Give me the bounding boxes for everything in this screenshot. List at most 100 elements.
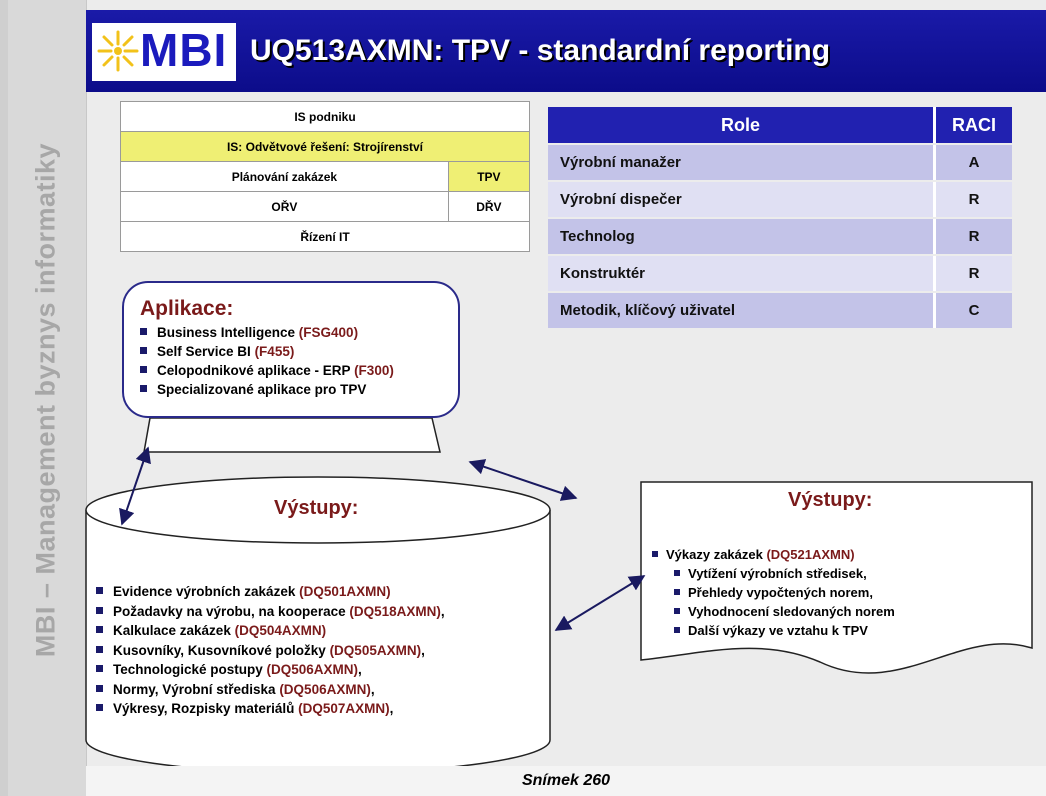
list-item: Business Intelligence (FSG400) [140, 323, 394, 342]
item-text: Technologické postupy [113, 662, 267, 677]
list-item: Výkresy, Rozpisky materiálů (DQ507AXMN), [96, 699, 445, 719]
bullet-icon [674, 627, 680, 633]
raci-role: Metodik, klíčový uživatel [548, 293, 936, 328]
mbi-logo: MBI [92, 23, 236, 81]
item-text: Kalkulace zakázek [113, 623, 235, 638]
raci-header-role: Role [548, 107, 936, 143]
star-burst-icon [97, 30, 139, 72]
item-text: Business Intelligence [157, 325, 299, 340]
item-tail: , [440, 603, 445, 619]
item-code: (F300) [354, 363, 394, 378]
table-row: Plánování zakázek TPV [120, 161, 531, 192]
item-code: (DQ521AXMN) [766, 547, 855, 562]
raci-header-raci: RACI [936, 107, 1012, 143]
raci-value: A [936, 145, 1012, 180]
item-text: Přehledy vypočtených norem, [688, 585, 873, 600]
list-item: Kusovníky, Kusovníkové položky (DQ505AXM… [96, 641, 445, 661]
item-text: Další výkazy ve vztahu k TPV [688, 623, 868, 638]
item-text: Normy, Výrobní střediska [113, 681, 280, 697]
list-item: Přehledy vypočtených norem, [652, 583, 895, 602]
table-row: Výrobní manažer A [548, 145, 1012, 180]
item-text: Vytížení výrobních středisek, [688, 566, 867, 581]
footer: Snímek 260 [86, 766, 1046, 796]
raci-value: R [936, 182, 1012, 217]
arrow-cylinder-document [554, 575, 646, 631]
table-row: OŘV DŘV [120, 191, 531, 222]
logo-text: MBI [140, 24, 228, 76]
item-tail: , [421, 642, 425, 658]
table-row: Výrobní dispečer R [548, 182, 1012, 217]
item-text: Požadavky na výrobu, na kooperace [113, 603, 350, 619]
item-text: Specializované aplikace pro TPV [157, 382, 367, 397]
aplikace-list: Business Intelligence (FSG400) Self Serv… [140, 323, 394, 399]
document-shape [640, 481, 1033, 674]
bullet-icon [140, 366, 147, 373]
vystupy-left-list: Evidence výrobních zakázek (DQ501AXMN) P… [96, 582, 445, 719]
bullet-icon [674, 589, 680, 595]
bullet-icon [96, 665, 103, 672]
item-tail: , [389, 701, 394, 716]
raci-role: Konstruktér [548, 256, 936, 291]
vystupy-left-title: Výstupy: [274, 497, 359, 519]
item-code: (DQ506AXMN) [266, 662, 359, 677]
bullet-icon [674, 570, 680, 576]
item-code: (DQ501AXMN) [299, 584, 391, 599]
bullet-icon [652, 551, 658, 557]
item-code: (FSG400) [298, 325, 359, 340]
item-code: (DQ505AXMN) [329, 642, 422, 658]
list-item: Další výkazy ve vztahu k TPV [652, 621, 895, 640]
list-item: Požadavky na výrobu, na kooperace (DQ518… [96, 602, 445, 622]
table-row: IS: Odvětvové řešení: Strojírenství [120, 131, 530, 162]
item-text: Kusovníky, Kusovníkové položky [113, 642, 330, 658]
item-text: Evidence výrobních zakázek [113, 584, 300, 599]
item-text: Celopodnikové aplikace - ERP [157, 363, 355, 378]
list-item: Specializované aplikace pro TPV [140, 380, 394, 399]
bullet-icon [96, 704, 103, 711]
is-cell: Plánování zakázek [120, 161, 449, 192]
raci-value: C [936, 293, 1012, 328]
list-item: Normy, Výrobní střediska (DQ506AXMN), [96, 680, 445, 700]
arrow-center [468, 459, 578, 501]
item-code: (DQ504AXMN) [234, 623, 327, 638]
item-text: Výkresy, Rozpisky materiálů [113, 701, 299, 716]
header-bar: MBI UQ513AXMN: TPV - standardní reportin… [86, 10, 1046, 92]
aplikace-title: Aplikace: [140, 297, 234, 320]
list-item: Kalkulace zakázek (DQ504AXMN) [96, 621, 445, 641]
raci-value: R [936, 256, 1012, 291]
bullet-icon [96, 645, 103, 653]
item-code: (DQ518AXMN) [349, 603, 441, 619]
cylinder-shape [85, 476, 551, 774]
item-code: (DQ506AXMN) [279, 681, 371, 697]
bullet-icon [674, 608, 680, 614]
slide-number: Snímek 260 [521, 772, 611, 789]
raci-table: Role RACI Výrobní manažer A Výrobní disp… [548, 105, 1012, 330]
table-row: Řízení IT [120, 221, 530, 252]
is-structure-table: IS podniku IS: Odvětvové řešení: Strojír… [120, 101, 531, 252]
table-row: Technolog R [548, 219, 1012, 254]
bullet-icon [96, 684, 103, 692]
raci-value: R [936, 219, 1012, 254]
list-item: Self Service BI (F455) [140, 342, 394, 361]
raci-role: Výrobní manažer [548, 145, 936, 180]
item-code: (DQ507AXMN) [298, 701, 390, 716]
bullet-icon [96, 587, 103, 594]
item-code: (F455) [254, 344, 295, 359]
is-cell: IS podniku [120, 101, 530, 132]
is-cell: DŘV [447, 191, 531, 222]
is-cell: OŘV [120, 191, 449, 222]
arrow-monitor-cylinder [119, 446, 151, 526]
vystupy-right-list: Výkazy zakázek (DQ521AXMN) Vytížení výro… [652, 545, 895, 640]
bullet-icon [96, 606, 103, 614]
table-row: Konstruktér R [548, 256, 1012, 291]
raci-role: Technolog [548, 219, 936, 254]
item-tail: , [358, 662, 362, 677]
raci-role: Výrobní dispečer [548, 182, 936, 217]
bullet-icon [140, 347, 147, 354]
raci-header-row: Role RACI [548, 107, 1012, 143]
list-item: Výkazy zakázek (DQ521AXMN) [652, 545, 895, 564]
list-item: Technologické postupy (DQ506AXMN), [96, 660, 445, 680]
table-row: Metodik, klíčový uživatel C [548, 293, 1012, 328]
is-cell: Řízení IT [120, 221, 530, 252]
